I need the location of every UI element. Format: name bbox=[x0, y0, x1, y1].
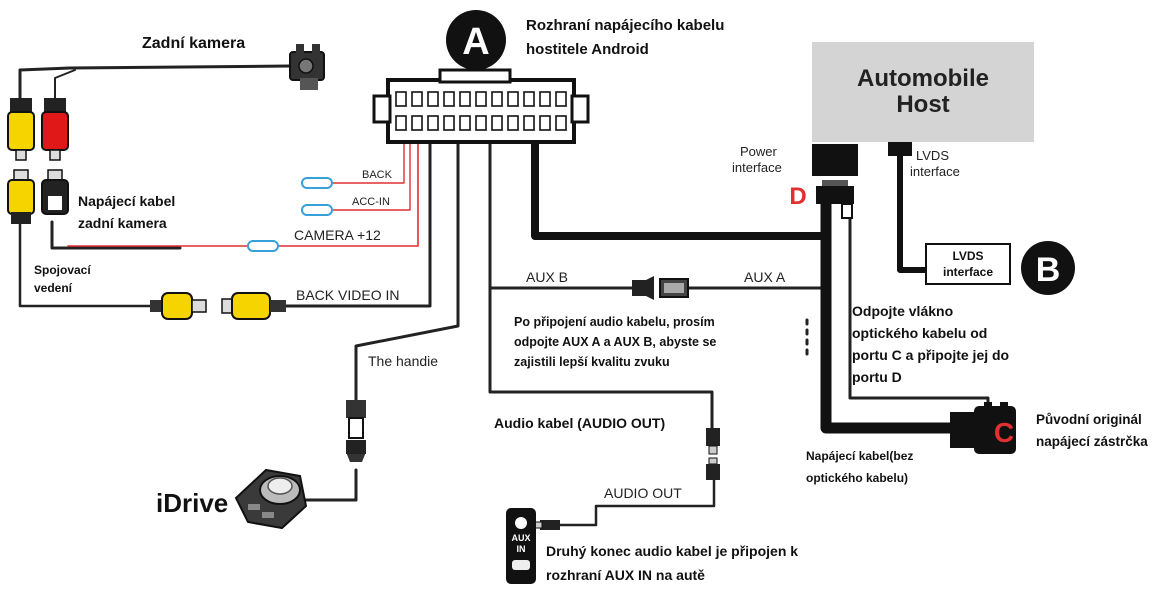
audio-cable-label: Audio kabel (AUDIO OUT) bbox=[494, 415, 665, 431]
aux-a-connector bbox=[659, 278, 689, 298]
aux-jack-plug bbox=[531, 520, 560, 530]
fiber-note-line3: portu C a připojte jej do bbox=[852, 347, 1009, 363]
aux-b-connector bbox=[632, 276, 654, 300]
lvds-interface-line1: LVDS bbox=[916, 148, 949, 163]
badge-a-letter: A bbox=[462, 21, 489, 63]
audio-out-wire bbox=[488, 286, 714, 432]
main-harness bbox=[531, 138, 826, 240]
camera-red-lead bbox=[54, 69, 76, 99]
power-interface-line1: Power bbox=[740, 144, 778, 159]
power-cable-line2: optického kabelu) bbox=[806, 471, 908, 485]
audio-out-connector-top bbox=[706, 428, 720, 455]
audio-out-lower-wire bbox=[558, 476, 716, 527]
badge-b-letter: B bbox=[1036, 251, 1061, 289]
rca-yellow-plug-top bbox=[7, 98, 35, 161]
host-title-line1: Automobile bbox=[857, 65, 989, 92]
aux-b-label: AUX B bbox=[526, 269, 568, 285]
acc-in-fuse bbox=[301, 204, 333, 216]
connector-pins bbox=[395, 91, 567, 131]
lvds-wire bbox=[897, 145, 931, 273]
fiber-note-line1: Odpojte vlákno bbox=[852, 303, 953, 319]
power-interface-port bbox=[812, 144, 858, 219]
lvds-box-line2: interface bbox=[943, 265, 993, 279]
aux-note-line3: zajistili lepší kvalitu zvuku bbox=[514, 355, 670, 369]
back-video-wire bbox=[18, 220, 152, 308]
aux-plate-line2: IN bbox=[517, 544, 526, 554]
original-plug-line2: napájecí zástrčka bbox=[1036, 434, 1148, 449]
back-video-in-label: BACK VIDEO IN bbox=[296, 287, 399, 303]
aux-in-note-line2: rozhraní AUX IN na autě bbox=[546, 567, 705, 583]
back-video-rca-female bbox=[221, 292, 286, 320]
lvds-port bbox=[888, 142, 912, 156]
camera-power-line1: Napájecí kabel bbox=[78, 193, 175, 209]
rear-camera-cable bbox=[18, 64, 292, 100]
camera-power-line2: zadní kamera bbox=[78, 215, 167, 231]
aux-b-wire bbox=[488, 140, 634, 290]
aux-in-note-line1: Druhý konec audio kabel je připojen k bbox=[546, 543, 798, 559]
badge-a: A bbox=[446, 10, 506, 70]
power-trunk bbox=[820, 190, 956, 434]
rca-red-plug bbox=[41, 98, 69, 161]
handle-wire bbox=[354, 140, 460, 404]
link-line1: Spojovací bbox=[34, 263, 91, 277]
aux-plate-line1: AUX bbox=[511, 533, 530, 543]
fiber-note-line4: portu D bbox=[852, 369, 902, 385]
aux-note-line2: odpojte AUX A a AUX B, abyste se bbox=[514, 335, 716, 349]
idrive-icon bbox=[234, 468, 308, 530]
lvds-interface-line2: interface bbox=[910, 164, 960, 179]
camera-12-fuse bbox=[247, 240, 279, 252]
main-connector bbox=[372, 68, 590, 144]
idrive-wire bbox=[294, 468, 358, 502]
power-socket-black bbox=[41, 169, 69, 215]
idrive-label: iDrive bbox=[156, 488, 228, 518]
original-power-plug bbox=[950, 402, 1016, 454]
original-plug-line1: Původní originál bbox=[1036, 412, 1142, 427]
back-video-rca-male bbox=[150, 292, 207, 320]
lvds-box-line1: LVDS bbox=[952, 249, 983, 263]
badge-d-letter: D bbox=[789, 183, 806, 210]
link-line2: vedení bbox=[34, 281, 73, 295]
acc-in-red-wire bbox=[329, 141, 411, 211]
rear-camera-title: Zadní kamera bbox=[142, 35, 245, 52]
back-fuse bbox=[301, 177, 333, 189]
automobile-host-box bbox=[812, 42, 1034, 142]
lvds-interface-box bbox=[925, 243, 1011, 285]
aux-a-label: AUX A bbox=[744, 269, 786, 285]
audio-out-label: AUDIO OUT bbox=[604, 485, 682, 501]
camera-power-lead bbox=[50, 220, 182, 250]
audio-out-connector-bottom bbox=[706, 457, 720, 480]
host-title-line2: Host bbox=[896, 91, 949, 118]
wires bbox=[18, 64, 990, 527]
handle-label: The handie bbox=[368, 353, 438, 369]
labels: Automobile Host Rozhraní napájecího kabe… bbox=[34, 17, 1148, 583]
rca-yellow-socket bbox=[7, 169, 35, 224]
acc-in-label: ACC-IN bbox=[352, 196, 390, 208]
power-cable-line1: Napájecí kabel(bez bbox=[806, 449, 913, 463]
android-interface-line2: hostitele Android bbox=[526, 41, 649, 58]
android-interface-line1: Rozhraní napájecího kabelu bbox=[526, 17, 724, 34]
aux-note-line1: Po připojení audio kabelu, prosím bbox=[514, 315, 715, 329]
badge-b: B bbox=[1021, 241, 1075, 295]
handle-connector bbox=[346, 400, 366, 462]
badge-c-letter: C bbox=[994, 417, 1014, 448]
connectors bbox=[7, 44, 1016, 584]
back-label: BACK bbox=[362, 169, 393, 181]
camera-12-label: CAMERA +12 bbox=[294, 227, 381, 243]
aux-in-plate bbox=[506, 508, 536, 584]
back-red-wire bbox=[329, 141, 405, 184]
rear-camera-icon bbox=[289, 44, 325, 90]
camera-12-red-wire bbox=[67, 141, 419, 247]
back-video-in-wire bbox=[283, 140, 432, 308]
fiber-note-line2: optického kabelu od bbox=[852, 325, 987, 341]
power-interface-line2: interface bbox=[732, 160, 782, 175]
